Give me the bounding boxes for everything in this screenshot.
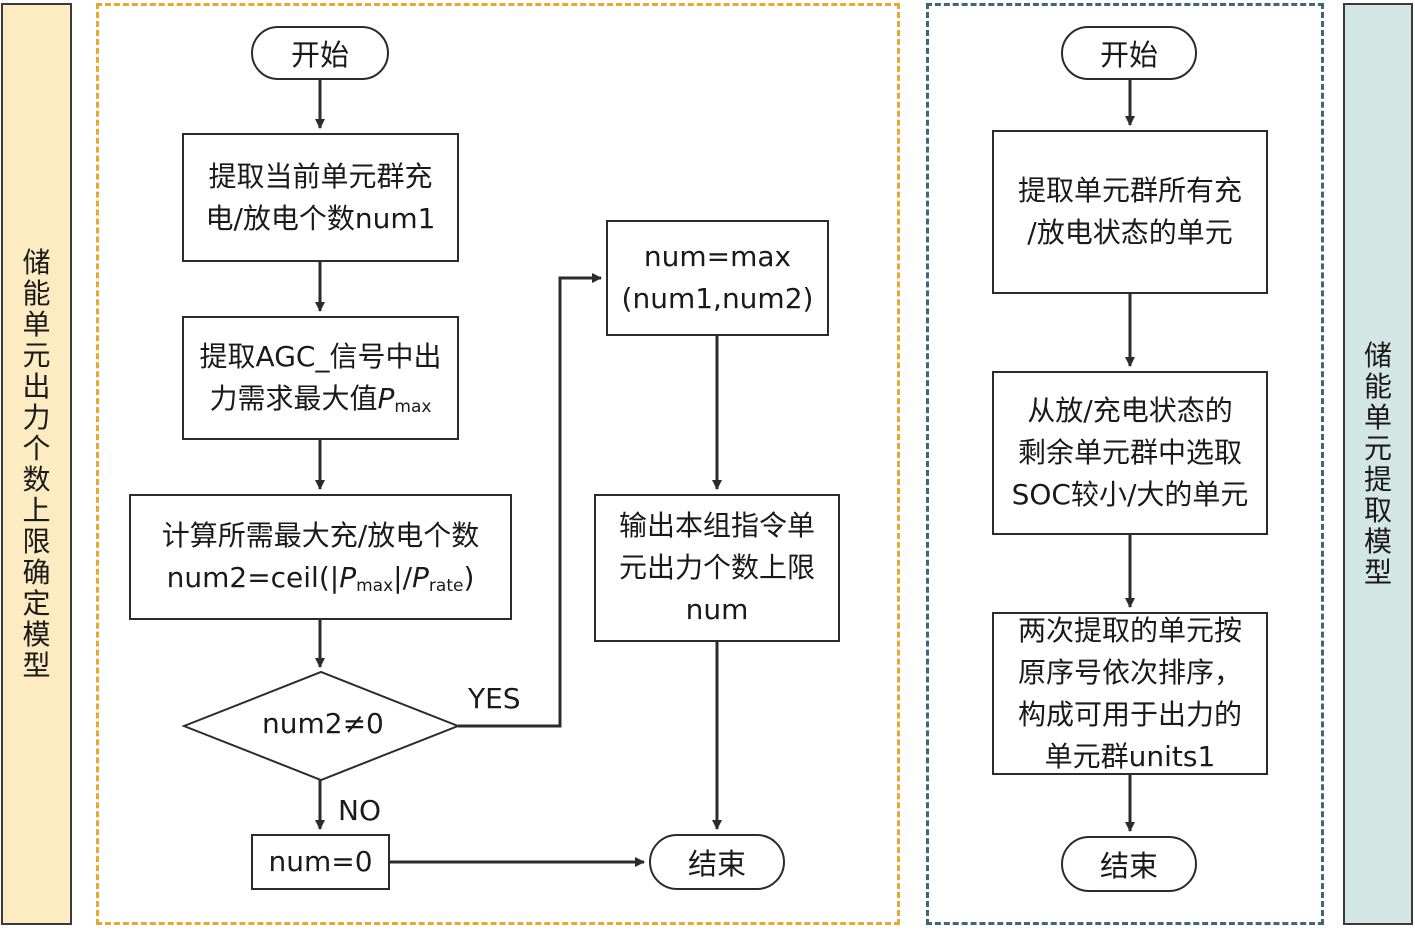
num-max-line1: num=max	[643, 240, 792, 273]
extract-current-count-box: 提取当前单元群充 电/放电个数num1	[182, 133, 459, 262]
decision-diamond	[181, 670, 461, 782]
left-model-tab-label: 储能单元出力个数上限确定模型	[22, 246, 51, 682]
extract-all-units-line2: /放电状态的单元	[1027, 216, 1233, 249]
extract-current-count-line2: 电/放电个数num1	[205, 201, 436, 235]
sort-units-box: 两次提取的单元按 原序号依次排序， 构成可用于出力的 单元群units1	[992, 612, 1268, 775]
sort-units-line2: 原序号依次排序，	[1017, 655, 1242, 689]
extract-all-units-line1: 提取单元群所有充	[1017, 174, 1242, 207]
compute-max-count-formula: num2=ceil(|Pmax|/Prate)	[166, 561, 475, 596]
compute-max-count-line1: 计算所需最大充/放电个数	[161, 519, 480, 552]
left-model-tab: 储能单元出力个数上限确定模型	[1, 3, 72, 925]
output-limit-box: 输出本组指令单 元出力个数上限 num	[594, 494, 840, 642]
select-soc-line2: 剩余单元群中选取	[1017, 436, 1242, 469]
select-soc-units-box: 从放/充电状态的 剩余单元群中选取 SOC较小/大的单元	[992, 371, 1268, 535]
decision-label: num2≠0	[262, 707, 384, 740]
left-end-node: 结束	[649, 834, 785, 890]
pmax-subscript: max	[394, 397, 432, 417]
left-start-node: 开始	[251, 26, 389, 80]
sort-units-line4: 单元群units1	[1044, 739, 1216, 773]
right-end-label: 结束	[1099, 849, 1158, 883]
yes-label: YES	[468, 682, 521, 715]
right-start-label: 开始	[1099, 38, 1158, 72]
pmax-symbol: P	[377, 382, 395, 415]
right-flow-panel	[926, 3, 1324, 925]
num-max-box: num=max (num1,num2)	[606, 220, 829, 336]
sort-units-line1: 两次提取的单元按	[1017, 613, 1242, 647]
left-end-label: 结束	[687, 847, 746, 881]
arrow-decision-yes	[458, 273, 602, 728]
sort-units-line3: 构成可用于出力的	[1017, 697, 1242, 731]
extract-current-count-line1: 提取当前单元群充	[208, 159, 433, 193]
extract-agc-line1: 提取AGC_信号中出	[199, 340, 442, 373]
num-zero-label: num=0	[268, 845, 373, 878]
left-flow-panel	[96, 3, 900, 925]
select-soc-line3: SOC较小/大的单元	[1011, 478, 1249, 511]
extract-agc-line2: 力需求最大值	[209, 382, 378, 415]
extract-agc-max-box: 提取AGC_信号中出 力需求最大值Pmax	[182, 316, 459, 440]
output-limit-line3: num	[685, 593, 749, 626]
output-limit-line2: 元出力个数上限	[618, 551, 815, 584]
right-start-node: 开始	[1061, 26, 1197, 80]
select-soc-line1: 从放/充电状态的	[1027, 394, 1233, 427]
right-end-node: 结束	[1061, 836, 1197, 892]
compute-max-count-box: 计算所需最大充/放电个数 num2=ceil(|Pmax|/Prate)	[129, 494, 512, 620]
num-zero-box: num=0	[251, 834, 390, 890]
right-model-tab: 储能单元提取模型	[1343, 3, 1413, 925]
output-limit-line1: 输出本组指令单	[618, 509, 815, 542]
no-label: NO	[338, 794, 381, 827]
left-start-label: 开始	[290, 38, 349, 72]
extract-all-units-box: 提取单元群所有充 /放电状态的单元	[992, 130, 1268, 294]
right-model-tab-label: 储能单元提取模型	[1363, 339, 1392, 589]
num-max-line2: (num1,num2)	[621, 282, 814, 315]
